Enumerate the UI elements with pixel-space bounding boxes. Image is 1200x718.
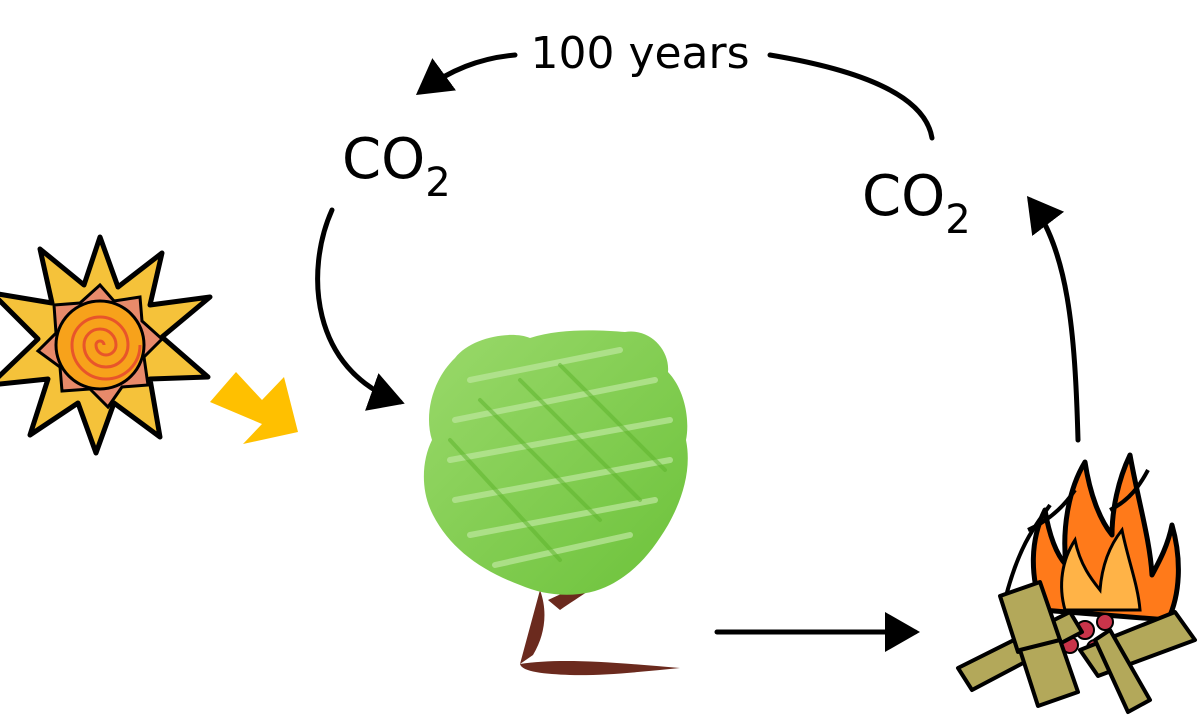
co2-right-subscript: 2: [945, 197, 970, 243]
co2-to-tree-arrow: [315, 207, 405, 411]
co2-left-subscript: 2: [425, 160, 450, 206]
co2-right-main: CO: [862, 164, 945, 229]
co2-left-main: CO: [342, 127, 425, 192]
co2-right-label: CO2: [862, 164, 971, 243]
fire-to-co2-arrow: [1026, 196, 1081, 443]
sunlight-arrow-icon: [210, 372, 298, 444]
time-label: 100 years: [530, 28, 749, 79]
tree-icon: [423, 330, 688, 676]
top-cycle-arrow: [415, 52, 935, 141]
campfire-icon: [956, 452, 1197, 714]
co2-left-label: CO2: [342, 127, 451, 206]
sun-icon: [0, 234, 213, 456]
